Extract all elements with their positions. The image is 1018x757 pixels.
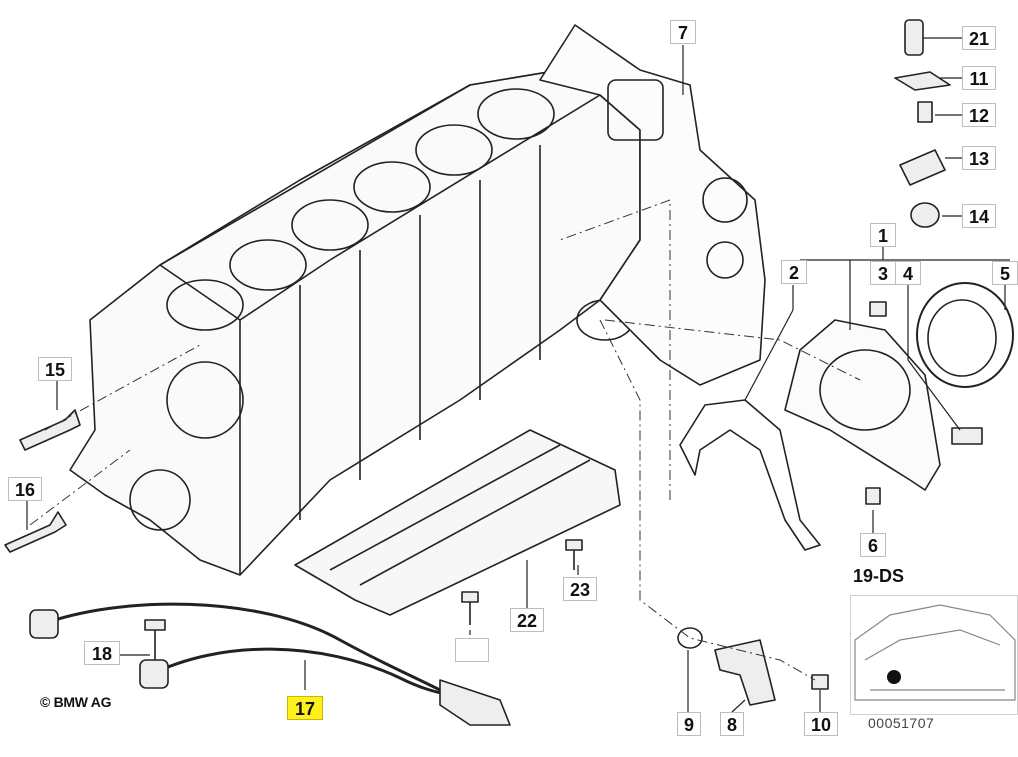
callout-4[interactable]: 4 (895, 261, 921, 285)
callout-23[interactable] (455, 638, 489, 662)
callout-3[interactable]: 3 (870, 261, 896, 285)
callout-20[interactable]: 21 (962, 26, 996, 50)
callout-1[interactable]: 1 (870, 223, 896, 247)
callout-15[interactable]: 15 (38, 357, 72, 381)
copyright-notice: © BMW AG (40, 694, 112, 710)
variant-label: 19-DS (853, 566, 905, 586)
image-number: 00051707 (868, 715, 935, 731)
callout-10[interactable]: 10 (804, 712, 838, 736)
callout-16[interactable]: 16 (8, 477, 42, 501)
callout-6[interactable]: 6 (860, 533, 886, 557)
callout-17-highlighted[interactable]: 17 (287, 696, 323, 720)
callout-14[interactable]: 14 (962, 204, 996, 228)
callout-22[interactable]: 23 (563, 577, 597, 601)
callout-21[interactable]: 22 (510, 608, 544, 632)
callout-12[interactable]: 12 (962, 103, 996, 127)
location-marker (887, 670, 901, 684)
callout-7[interactable]: 7 (670, 20, 696, 44)
callout-2[interactable]: 2 (781, 260, 807, 284)
callout-18[interactable]: 18 (84, 641, 120, 665)
callout-11[interactable]: 11 (962, 66, 996, 90)
vehicle-location-inset (850, 595, 1018, 715)
callout-9[interactable]: 9 (677, 712, 701, 736)
callout-13[interactable]: 13 (962, 146, 996, 170)
callout-5[interactable]: 5 (992, 261, 1018, 285)
callout-8[interactable]: 8 (720, 712, 744, 736)
